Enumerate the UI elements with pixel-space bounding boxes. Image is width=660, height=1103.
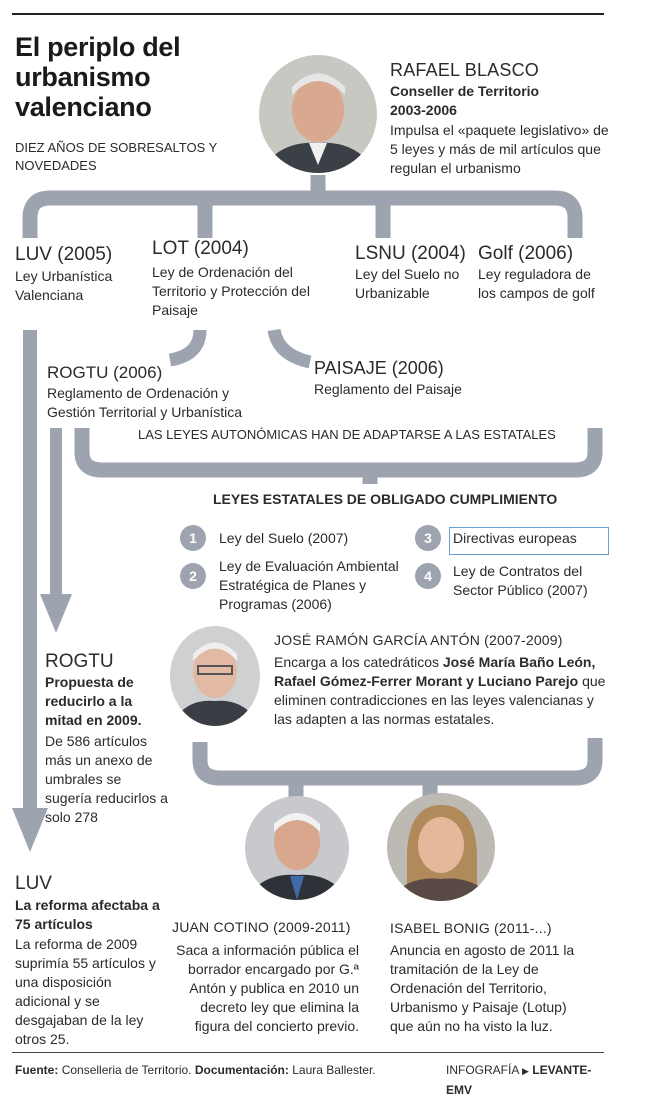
- isabel-bonig-photo: [387, 793, 495, 901]
- garcia-name: JOSÉ RAMÓN GARCÍA ANTÓN (2007-2009): [274, 632, 563, 648]
- rogtu-arrow-shaft: [50, 428, 62, 596]
- selection-box[interactable]: [449, 527, 609, 555]
- law-paisaje-code: PAISAJE (2006): [314, 358, 444, 378]
- adapt-note: LAS LEYES AUTONÓMICAS HAN DE ADAPTARSE A…: [138, 427, 556, 442]
- page-title: El periplo del urbanismo valenciano: [15, 32, 181, 122]
- law-luv-code: LUV (2005): [15, 244, 113, 265]
- footer-credit: INFOGRAFÍA ▶ LEVANTE-EMV: [446, 1061, 606, 1100]
- cotino-desc: Saca a información pública el borrador e…: [176, 942, 359, 1034]
- state-law-1-number: 1: [180, 525, 206, 551]
- state-law-4-number: 4: [415, 563, 441, 589]
- luv-arrow-shaft: [23, 330, 37, 810]
- garcia-bracket: [192, 738, 603, 786]
- law-lot-desc: Ley de Ordenación del Territorio y Prote…: [152, 264, 310, 318]
- page-subtitle: DIEZ AÑOS DE SOBRESALTOS Y NOVEDADES: [15, 140, 218, 173]
- state-law-4-text: Ley de Contratos del Sector Público (200…: [453, 563, 588, 598]
- rogtu-side-headline: Propuesta de reducirlo a la mitad en 200…: [45, 674, 142, 728]
- footer-source-label: Fuente:: [15, 1063, 59, 1077]
- luv-arrow-head: [12, 808, 48, 852]
- garcia-desc-bold: José María Baño León, Rafael Gómez-Ferre…: [274, 654, 596, 689]
- adapt-bracket: [74, 428, 603, 478]
- law-golf-code: Golf (2006): [478, 243, 574, 264]
- blasco-role: Conseller de Territorio 2003-2006: [390, 83, 540, 118]
- footer-doc-label: Documentación:: [194, 1063, 289, 1077]
- law-golf-desc: Ley reguladora de los campos de golf: [478, 266, 595, 301]
- rogtu-arrow-head: [40, 594, 72, 633]
- law-rogtu-desc: Reglamento de Ordenación y Gestión Terri…: [47, 385, 243, 420]
- law-lsnu-code: LSNU (2004): [355, 243, 466, 264]
- garcia-desc: Encarga a los catedráticos José María Ba…: [274, 653, 609, 729]
- footer-credit-label: INFOGRAFÍA: [446, 1063, 519, 1077]
- bonig-name: ISABEL BONIG (2011-...): [390, 920, 552, 936]
- rogtu-side-code: ROGTU: [45, 651, 114, 672]
- lot-to-paisaje: [267, 328, 312, 369]
- law-lot-code: LOT (2004): [152, 238, 249, 259]
- state-law-2-text: Ley de Evaluación Ambiental Estratégica …: [219, 558, 399, 612]
- garcia-desc-a: Encarga a los catedráticos: [274, 654, 443, 670]
- luv-side-headline: La reforma afectaba a 75 artículos: [15, 897, 160, 932]
- blasco-bracket: [22, 190, 583, 238]
- top-rule: [12, 13, 604, 15]
- footer-credit-brand: LEVANTE-EMV: [446, 1063, 592, 1097]
- cotino-name: JUAN COTINO (2009-2011): [172, 919, 351, 935]
- footer-source-text: Conselleria de Territorio.: [61, 1063, 192, 1077]
- blasco-desc: Impulsa el «paquete legislativo» de 5 le…: [390, 122, 609, 176]
- bonig-desc: Anuncia en agosto de 2011 la tramitación…: [390, 942, 575, 1034]
- lot-to-rogtu: [168, 329, 207, 367]
- luv-side-code: LUV: [15, 873, 52, 894]
- garcia-desc-b: que eliminen contradicciones en las leye…: [274, 673, 606, 727]
- garcia-anton-photo: [170, 626, 260, 726]
- law-paisaje-desc: Reglamento del Paisaje: [314, 381, 462, 397]
- luv-side-desc: La reforma de 2009 suprimía 55 artículos…: [15, 936, 156, 1047]
- state-law-1-text: Ley del Suelo (2007): [219, 530, 349, 546]
- law-rogtu-code: ROGTU (2006): [47, 363, 163, 382]
- footer-source: Fuente: Conselleria de Territorio. Docum…: [15, 1061, 435, 1080]
- rogtu-side-desc: De 586 artículos más un anexo de umbrale…: [45, 733, 168, 825]
- law-lsnu-desc: Ley del Suelo no Urbanizable: [355, 266, 460, 301]
- state-law-3-text: Directivas europeas: [453, 530, 577, 546]
- rafael-blasco-photo: [259, 55, 377, 173]
- state-laws-title: LEYES ESTATALES DE OBLIGADO CUMPLIMIENTO: [213, 491, 558, 507]
- state-law-3-number: 3: [415, 525, 441, 551]
- law-luv-desc: Ley Urbanística Valenciana: [15, 268, 113, 303]
- blasco-name: RAFAEL BLASCO: [390, 60, 539, 80]
- triangle-icon: ▶: [522, 1066, 529, 1076]
- footer-rule: [12, 1052, 604, 1053]
- footer-doc-text: Laura Ballester.: [292, 1063, 376, 1077]
- state-law-2-number: 2: [180, 563, 206, 589]
- juan-cotino-photo: [245, 796, 349, 900]
